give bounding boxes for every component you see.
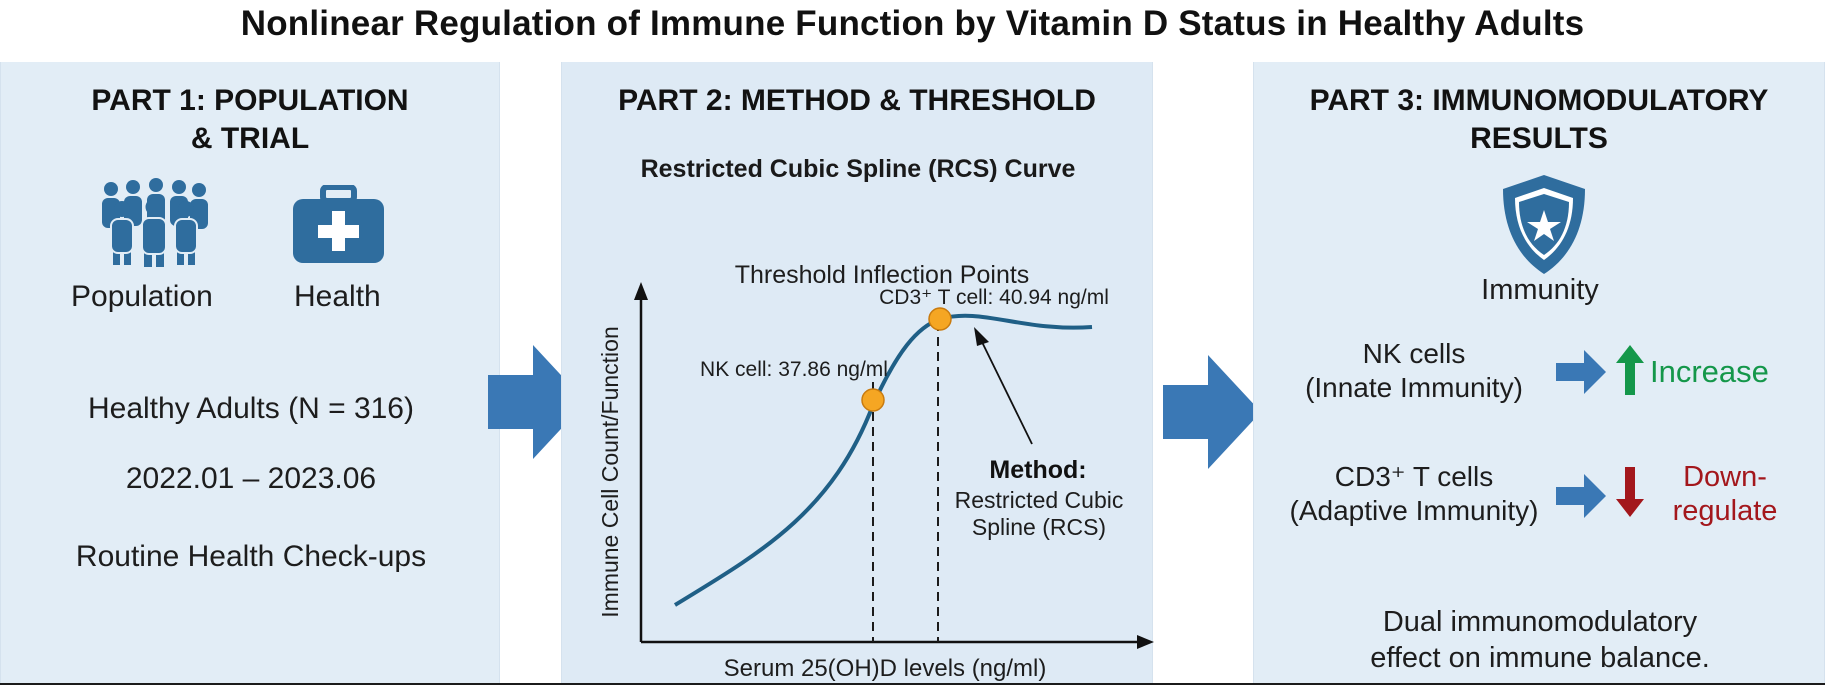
- conclusion: Dual immunomodulatory effect on immune b…: [1254, 604, 1825, 676]
- rcs-chart: Threshold Inflection Points Immune Cell …: [597, 261, 1154, 682]
- x-axis-arrowhead: [1137, 635, 1154, 649]
- method-label: Method:: [989, 456, 1086, 484]
- part3-heading-line2: RESULTS: [1470, 122, 1608, 155]
- immunity-shield-icon: [1503, 175, 1585, 274]
- increase-arrow-icon: [1616, 345, 1644, 395]
- cd3-cells-name: CD3⁺ T cells: [1334, 461, 1494, 492]
- cd3-cells-type: (Adaptive Immunity): [1289, 495, 1539, 526]
- nk-cells-result: NK cells (Innate Immunity): [1274, 337, 1554, 405]
- study-period: 2022.01 – 2023.06: [125, 462, 377, 495]
- cd3-threshold-point: [928, 307, 952, 331]
- rcs-curve: [673, 313, 1093, 607]
- nk-threshold-point: [861, 388, 885, 412]
- cd3-result-arrow: [1556, 474, 1606, 518]
- cd3-effect: Down- regulate: [1650, 460, 1800, 528]
- population-icon: [102, 178, 208, 267]
- nk-result-arrow: [1556, 350, 1606, 394]
- chart-title: Threshold Inflection Points: [735, 261, 1030, 289]
- method-text-line1: Restricted Cubic: [955, 487, 1124, 513]
- method-text-line2: Spline (RCS): [972, 514, 1106, 540]
- health-label: Health: [294, 280, 381, 313]
- population-size: Healthy Adults (N = 316): [87, 392, 414, 425]
- method-pointer-arrowhead: [974, 327, 989, 346]
- part1-heading-line2: & TRIAL: [190, 122, 310, 155]
- part1-panel: PART 1: POPULATION & TRIAL Population He…: [0, 62, 500, 685]
- part2-subheading: Restricted Cubic Spline (RCS) Curve: [640, 155, 1076, 183]
- part3-heading-line1: PART 3: IMMUNOMODULATORY: [1309, 84, 1769, 117]
- cd3-threshold-label: CD3⁺ T cell: 40.94 ng/ml: [879, 286, 1109, 309]
- cd3-effect-line2: regulate: [1672, 495, 1778, 527]
- cd3-effect-line1: Down-: [1683, 461, 1767, 493]
- x-axis-label: Serum 25(OH)D levels (ng/ml): [724, 655, 1047, 682]
- flow-arrow-2: [1163, 355, 1261, 469]
- cd3-cells-result: CD3⁺ T cells (Adaptive Immunity): [1274, 460, 1554, 528]
- part3-panel: PART 3: IMMUNOMODULATORY RESULTS Immunit…: [1253, 62, 1825, 685]
- nk-cells-name: NK cells: [1362, 338, 1466, 369]
- part1-heading: PART 1: POPULATION & TRIAL: [1, 82, 499, 158]
- population-label: Population: [71, 280, 213, 313]
- page-title: Nonlinear Regulation of Immune Function …: [240, 4, 1585, 43]
- health-kit-icon: [293, 185, 384, 263]
- y-axis-arrowhead: [634, 282, 648, 300]
- decrease-arrow-icon: [1616, 467, 1644, 517]
- part2-heading: PART 2: METHOD & THRESHOLD: [618, 84, 1096, 117]
- conclusion-line1: Dual immunomodulatory: [1382, 606, 1698, 638]
- conclusion-line2: effect on immune balance.: [1370, 642, 1710, 674]
- study-setting: Routine Health Check-ups: [75, 540, 427, 573]
- method-pointer-line: [981, 341, 1033, 445]
- nk-effect: Increase: [1650, 354, 1769, 389]
- part3-heading: PART 3: IMMUNOMODULATORY RESULTS: [1254, 82, 1824, 158]
- y-axis-label: Immune Cell Count/Function: [597, 326, 623, 617]
- flow-arrow-1: [488, 345, 586, 459]
- part2-panel: PART 2: METHOD & THRESHOLD Restricted Cu…: [561, 62, 1154, 685]
- nk-cells-type: (Innate Immunity): [1305, 372, 1523, 403]
- nk-threshold-label: NK cell: 37.86 ng/ml: [700, 358, 888, 381]
- immunity-label: Immunity: [1481, 274, 1599, 306]
- bottom-border: [0, 683, 1825, 685]
- part1-heading-line1: PART 1: POPULATION: [91, 84, 409, 117]
